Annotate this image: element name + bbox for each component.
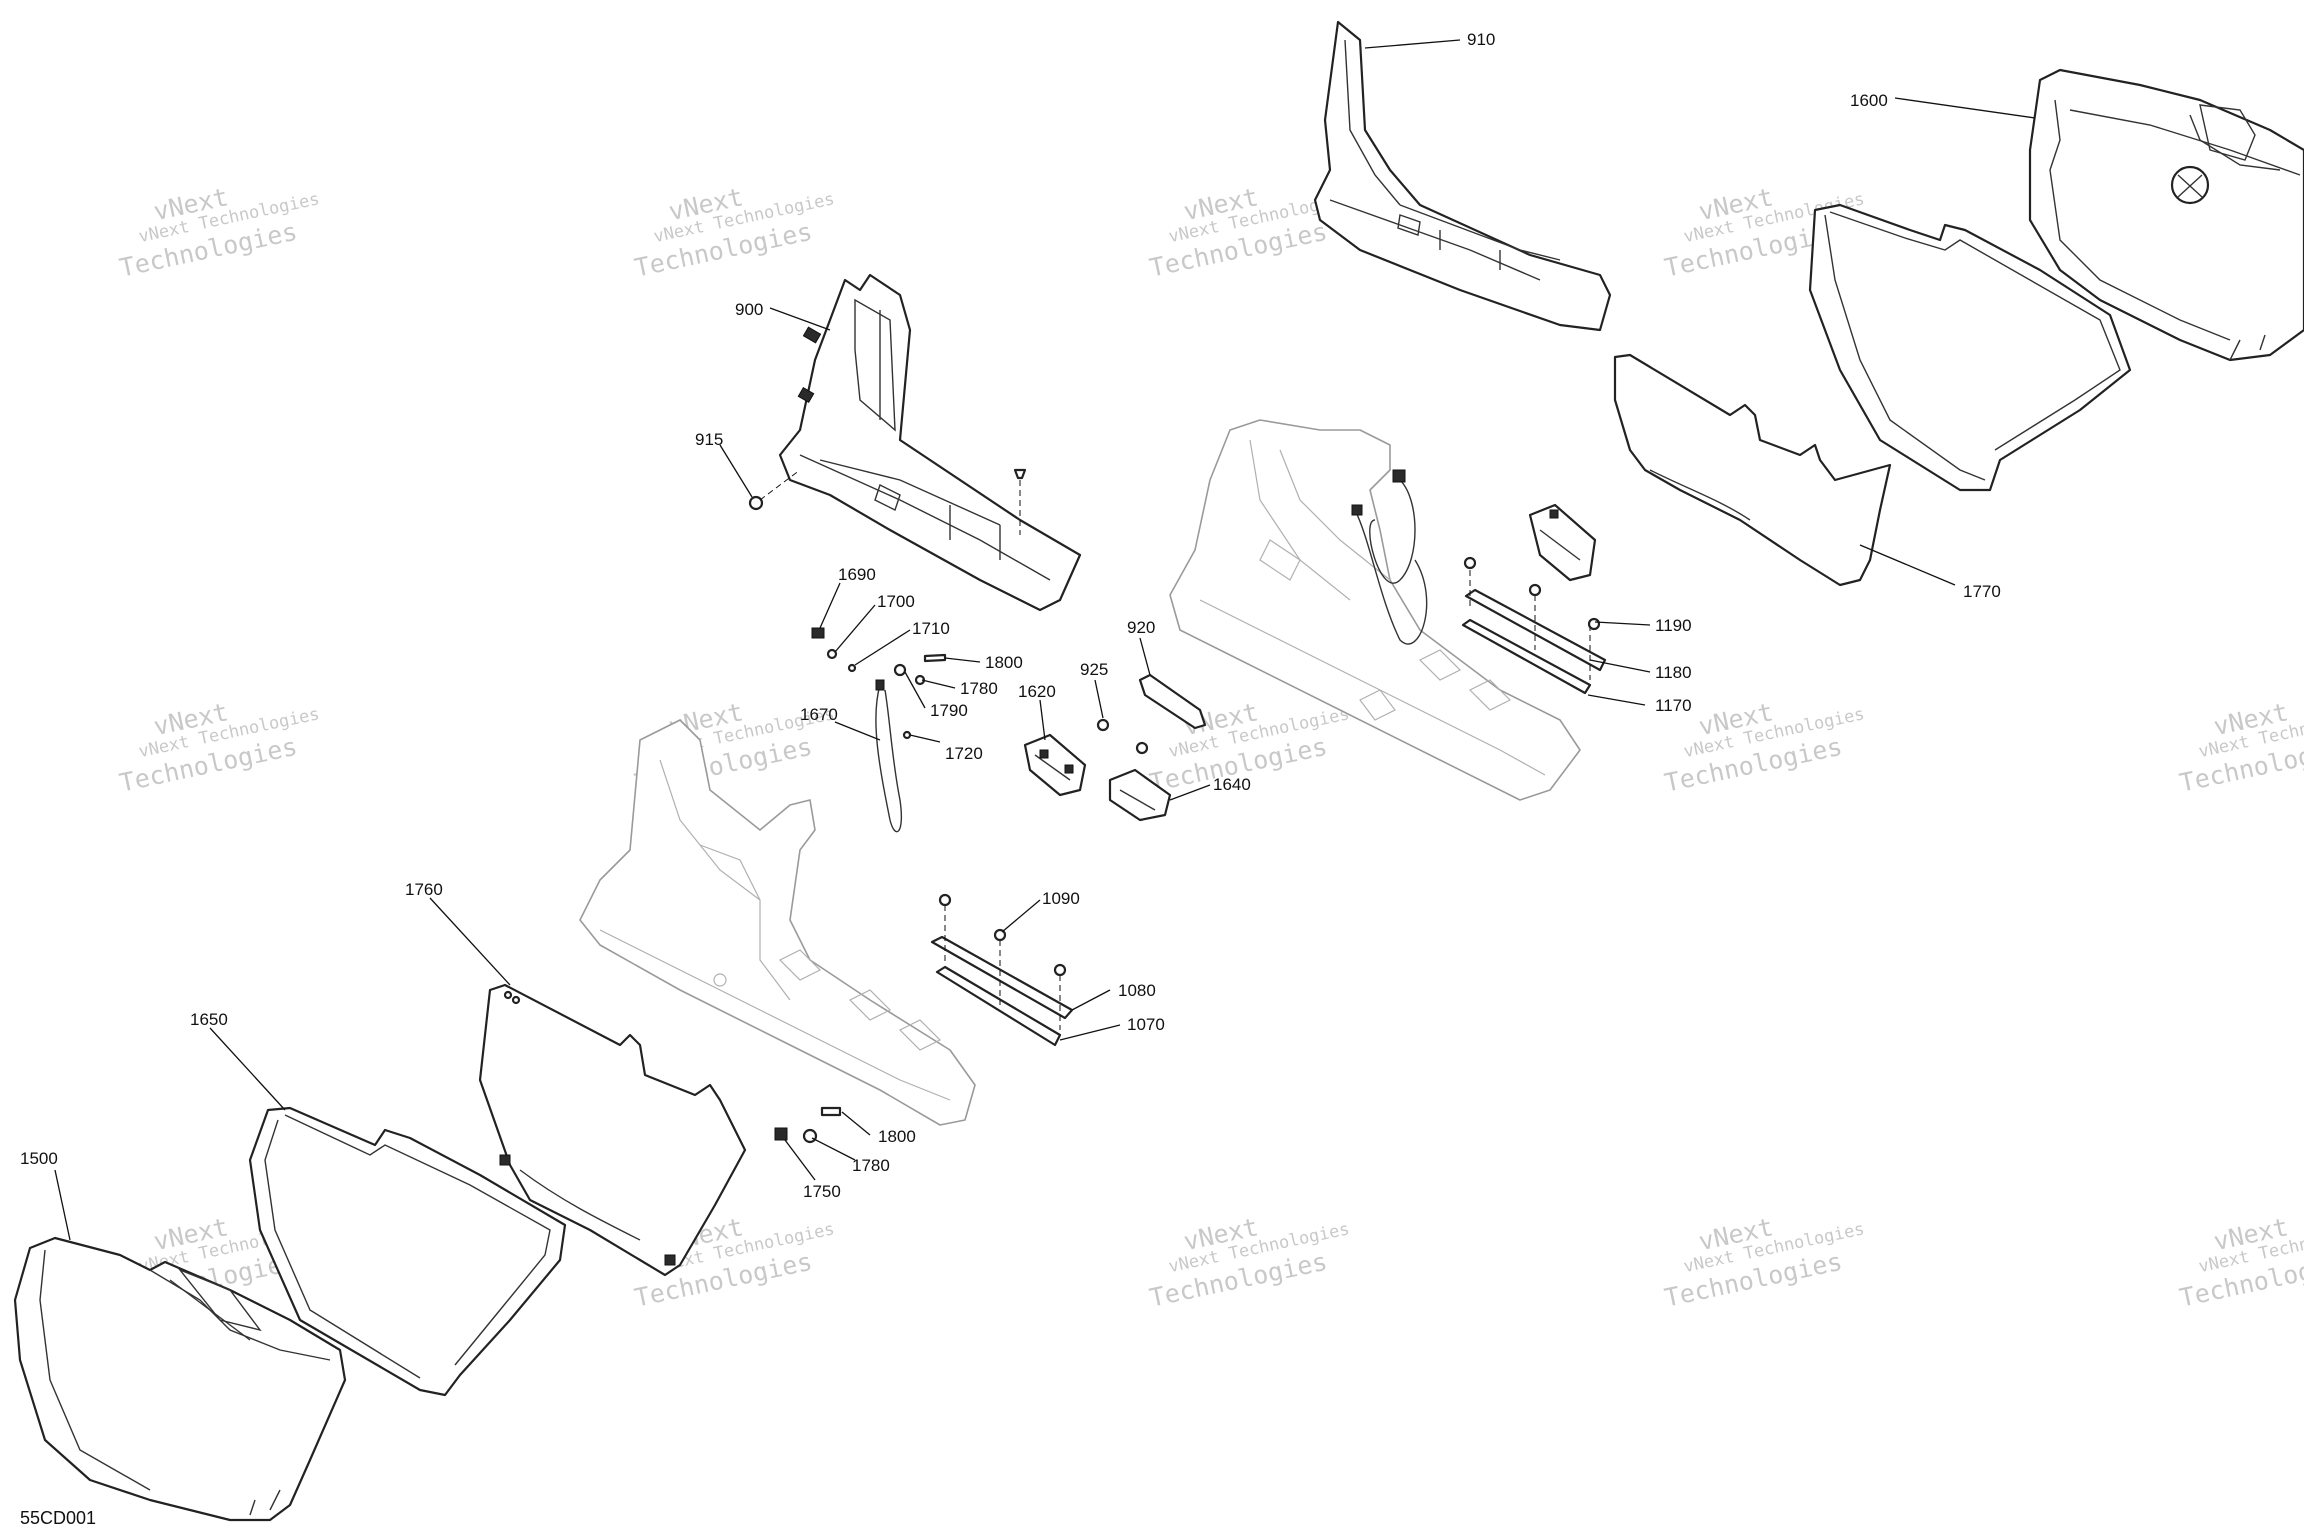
- callout-1760: 1760: [405, 880, 443, 899]
- part-1670-cable: [875, 679, 903, 833]
- part-1650-left-door-seal: [248, 1106, 567, 1397]
- callout-1170: 1170: [1655, 696, 1692, 715]
- part-1180-bracket-upper: [1461, 556, 1607, 695]
- callout-1770: 1770: [1963, 582, 2001, 601]
- callout-1180: 1180: [1655, 663, 1692, 682]
- callout-900: 900: [735, 300, 763, 319]
- fastener-925: [1096, 718, 1149, 755]
- fasteners-lower-cluster: [774, 1106, 842, 1144]
- callout-1080: 1080: [1118, 981, 1156, 1000]
- fastener-915: [748, 469, 801, 511]
- part-right-door-seal: [1808, 203, 2132, 492]
- part-left-body-frame: [579, 719, 976, 1126]
- callout-925: 925: [1080, 660, 1108, 679]
- callout-1690: 1690: [838, 565, 876, 584]
- callout-1190: 1190: [1655, 616, 1692, 635]
- leader-lines: [54, 39, 2036, 1241]
- callout-1750: 1750: [803, 1182, 841, 1201]
- callout-1670: 1670: [800, 705, 838, 724]
- callout-1800-upper: 1800: [985, 653, 1023, 672]
- callout-1090: 1090: [1042, 889, 1080, 908]
- part-900-left-bracket: [778, 273, 1082, 612]
- callout-1780-upper: 1780: [960, 679, 998, 698]
- callout-1800-lower: 1800: [878, 1127, 916, 1146]
- callout-1640: 1640: [1213, 775, 1251, 794]
- part-1760-left-panel: [478, 983, 747, 1277]
- part-1770-right-panel: [1613, 353, 1892, 587]
- callout-1600: 1600: [1850, 91, 1888, 110]
- callout-labels: 910 1600 900 915 1770 1190 1180 1170 920…: [20, 30, 2001, 1201]
- part-1080-bracket-lower: [930, 893, 1074, 1047]
- callout-1620: 1620: [1018, 682, 1056, 701]
- fastener-near-900: [1013, 468, 1027, 535]
- part-latch-upper-right: [1528, 503, 1597, 582]
- callout-915: 915: [695, 430, 723, 449]
- callout-920: 920: [1127, 618, 1155, 637]
- callout-1070: 1070: [1127, 1015, 1165, 1034]
- part-920-bracket: [1138, 673, 1207, 730]
- part-1600-right-door: [2028, 68, 2304, 362]
- callout-1780-lower: 1780: [852, 1156, 890, 1175]
- part-1640-handle: [1108, 768, 1172, 822]
- callout-1650: 1650: [190, 1010, 228, 1029]
- callout-1710: 1710: [912, 619, 950, 638]
- part-1620-latch: [1023, 733, 1087, 797]
- diagram-code: 55CD001: [20, 1508, 96, 1528]
- part-910-upper-panel: [1313, 20, 1612, 332]
- callout-1720: 1720: [945, 744, 983, 763]
- callout-1500: 1500: [20, 1149, 58, 1168]
- part-1500-left-door: [13, 1236, 347, 1522]
- callout-910: 910: [1467, 30, 1495, 49]
- cable-rear: [1351, 469, 1428, 645]
- callout-1790: 1790: [930, 701, 968, 720]
- part-rear-body-frame: [1169, 419, 1581, 801]
- callout-1700: 1700: [877, 592, 915, 611]
